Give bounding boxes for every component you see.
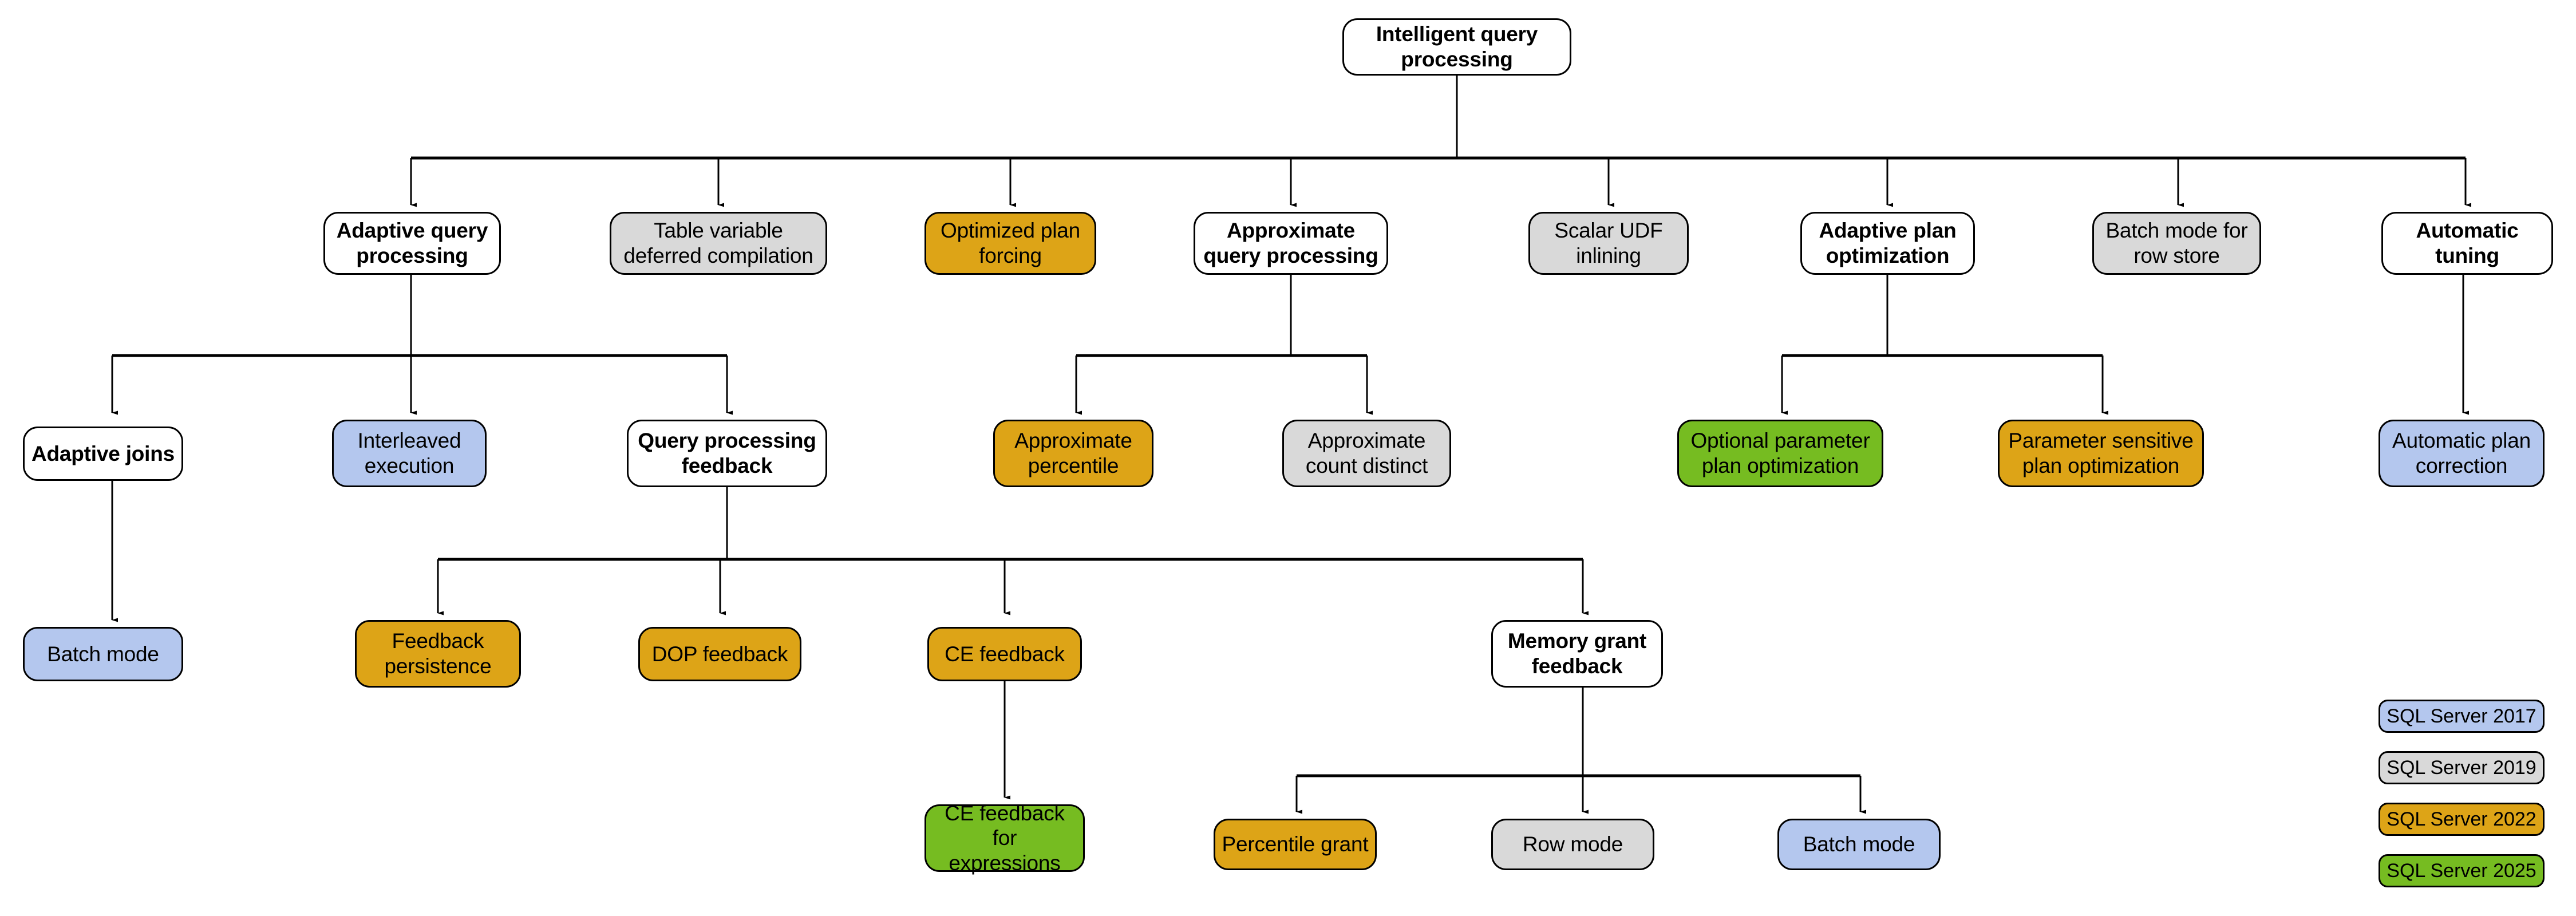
node-label: Batch mode: [1803, 832, 1915, 856]
node-pctgrant[interactable]: Percentile grant: [1214, 819, 1377, 870]
node-cefb[interactable]: CE feedback: [927, 627, 1082, 681]
legend-item-label: SQL Server 2025: [2387, 859, 2537, 882]
legend-item-sql2025: SQL Server 2025: [2379, 854, 2545, 887]
legend-item-label: SQL Server 2017: [2387, 705, 2537, 727]
legend-item-label: SQL Server 2022: [2387, 808, 2537, 830]
node-batchmode2[interactable]: Batch mode: [1777, 819, 1941, 870]
node-label: Percentile grant: [1222, 832, 1369, 856]
node-label: DOP feedback: [651, 642, 788, 666]
node-dopfb[interactable]: DOP feedback: [638, 627, 801, 681]
node-label: Adaptive joins: [31, 441, 175, 465]
node-label: CE feedback: [945, 642, 1065, 666]
node-rowmode[interactable]: Row mode: [1491, 819, 1654, 870]
legend-item-label: SQL Server 2019: [2387, 756, 2537, 779]
legend-item-sql2019: SQL Server 2019: [2379, 751, 2545, 784]
node-label: Row mode: [1522, 832, 1623, 856]
node-label: Batch mode: [47, 642, 159, 666]
legend-item-sql2017: SQL Server 2017: [2379, 700, 2545, 733]
node-batchmode1[interactable]: Batch mode: [23, 627, 183, 681]
node-ajoins[interactable]: Adaptive joins: [23, 427, 183, 481]
legend-item-sql2022: SQL Server 2022: [2379, 803, 2545, 836]
